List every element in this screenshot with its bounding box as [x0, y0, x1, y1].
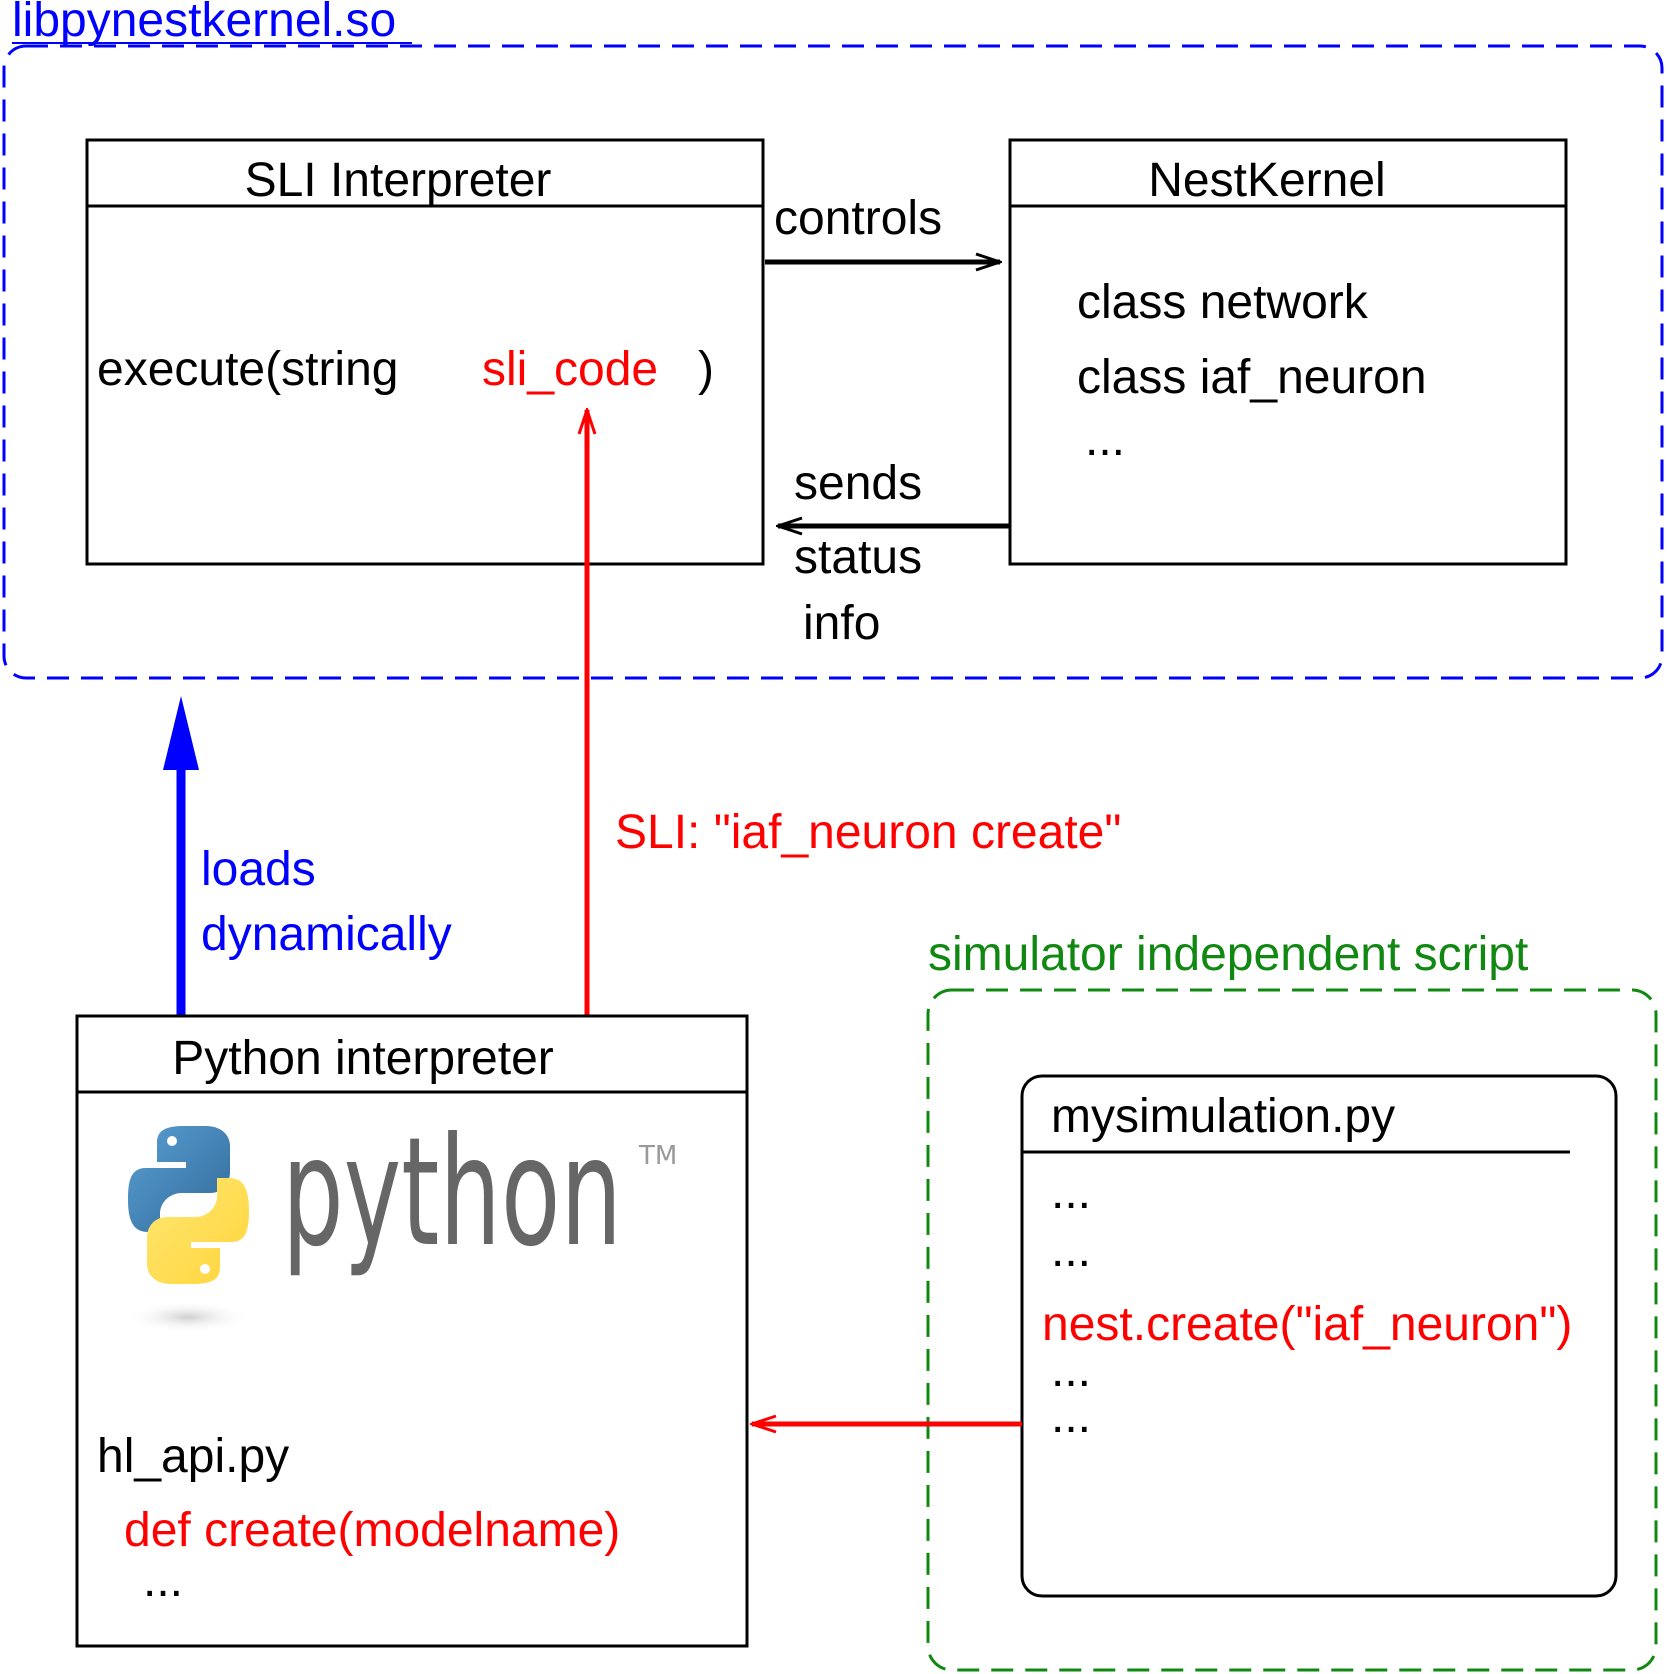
script-line-3: ... — [1051, 1344, 1091, 1397]
kernel-line-iaf-neuron: class iaf_neuron — [1077, 351, 1427, 404]
sli-command-label: SLI: "iaf_neuron create" — [615, 806, 1121, 859]
kernel-line-network: class network — [1077, 276, 1369, 329]
sli-interpreter-box: SLI Interpreter execute(string sli_code … — [85, 138, 765, 566]
library-frame — [2, 44, 1664, 680]
status-label-sends: sends — [794, 457, 922, 510]
execute-call-arg: sli_code — [482, 343, 658, 396]
controls-label: controls — [774, 192, 942, 245]
script-line-4: ... — [1051, 1390, 1091, 1443]
def-create-line: def create(modelname) — [124, 1504, 620, 1557]
hl-api-module: hl_api.py — [97, 1430, 289, 1483]
library-title: libpynestkernel.so — [12, 0, 396, 47]
execute-call-prefix: execute(string — [97, 343, 398, 396]
python-snake-icon — [128, 1126, 249, 1284]
loads-label-line1: loads — [201, 843, 316, 896]
execute-call-suffix: ) — [698, 343, 714, 396]
script-frame-title: simulator independent script — [928, 928, 1528, 981]
status-label-status: status — [794, 531, 922, 584]
script-line-1: ... — [1051, 1166, 1091, 1219]
kernel-line-ellipsis: ... — [1085, 413, 1125, 466]
python-interpreter-box: Python interpreter python TM hl_api.py d… — [75, 1014, 749, 1648]
python-logo: python TM — [126, 1106, 677, 1333]
python-box-ellipsis: ... — [143, 1554, 183, 1607]
nest-kernel-box: NestKernel class network class iaf_neuro… — [1008, 138, 1568, 566]
python-interpreter-title: Python interpreter — [172, 1032, 554, 1085]
loads-arrow-head — [163, 696, 199, 770]
script-file-box: mysimulation.py ... ... nest.create("iaf… — [1020, 1074, 1618, 1598]
script-file-title: mysimulation.py — [1051, 1090, 1395, 1143]
python-logo-shadow — [126, 1301, 250, 1333]
status-label-info: info — [803, 597, 880, 650]
python-logo-wordmark: python — [282, 1106, 622, 1280]
script-line-2: ... — [1051, 1224, 1091, 1277]
nest-kernel-title: NestKernel — [1148, 154, 1385, 207]
script-call-line: nest.create("iaf_neuron") — [1042, 1298, 1572, 1351]
loads-label-line2: dynamically — [201, 908, 452, 961]
sli-interpreter-title: SLI Interpreter — [245, 154, 552, 207]
python-logo-trademark: TM — [638, 1141, 677, 1171]
script-frame — [926, 988, 1658, 1672]
